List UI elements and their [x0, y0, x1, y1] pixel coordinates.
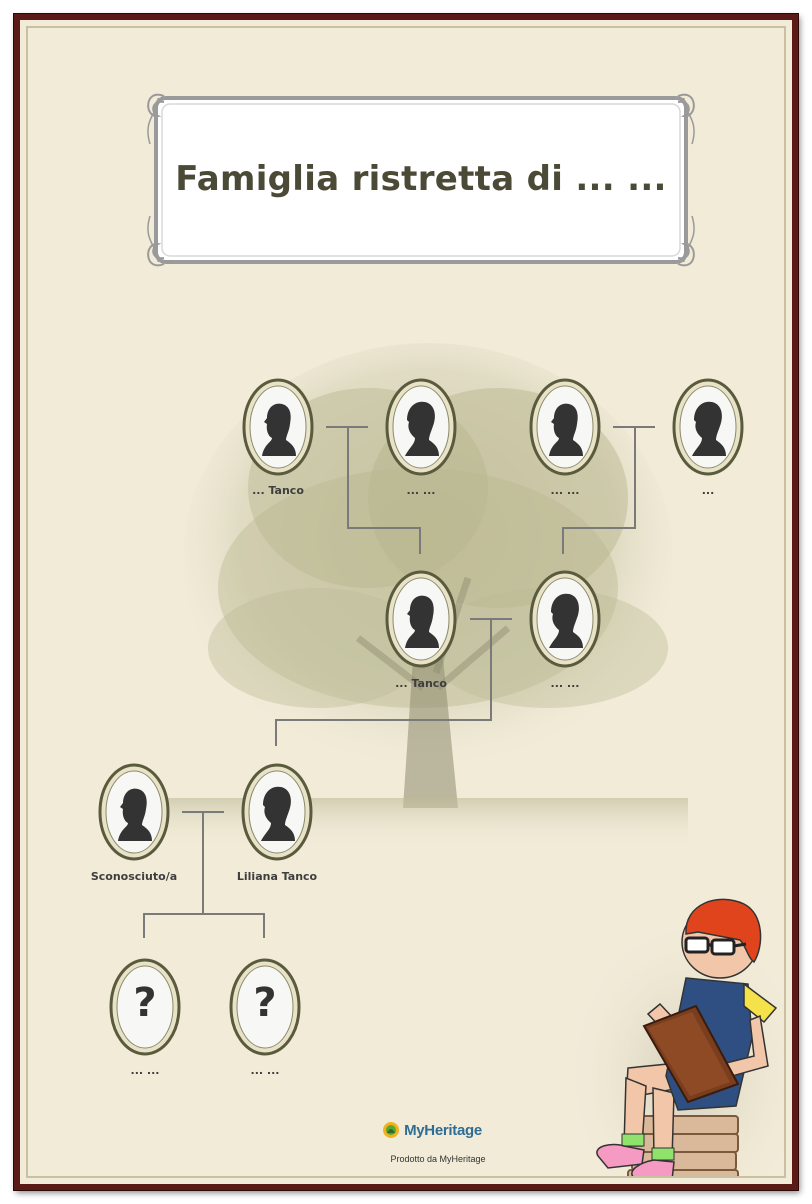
glasses-icon — [686, 938, 708, 952]
person-father[interactable] — [385, 570, 457, 668]
person-mother[interactable] — [529, 570, 601, 668]
female-silhouette-icon — [241, 763, 313, 861]
female-silhouette-icon — [672, 378, 744, 476]
produced-by-text: Prodotto da MyHeritage — [328, 1154, 548, 1164]
person-name-maternal-grandmother: ... — [638, 484, 778, 497]
person-name-father: ... Tanco — [351, 677, 491, 690]
reading-child-illustration — [568, 888, 786, 1178]
unknown-mark: ? — [109, 980, 181, 1026]
poster-frame: Famiglia ristretta di ... ... — [14, 14, 798, 1190]
person-paternal-grandmother[interactable] — [385, 378, 457, 476]
male-silhouette-icon — [385, 570, 457, 668]
person-maternal-grandmother[interactable] — [672, 378, 744, 476]
myheritage-brand[interactable]: MyHeritage — [372, 1120, 492, 1140]
female-silhouette-icon — [385, 378, 457, 476]
myheritage-logo-icon — [382, 1121, 400, 1139]
poster-paper: Famiglia ristretta di ... ... — [26, 26, 786, 1178]
person-child-1[interactable]: ? — [109, 958, 181, 1056]
person-name-paternal-grandfather: ... Tanco — [208, 484, 348, 497]
person-name-partner: Sconosciuto/a — [64, 870, 204, 883]
person-name-maternal-grandfather: ... ... — [495, 484, 635, 497]
person-name-child-1: ... ... — [75, 1064, 215, 1077]
person-child-2[interactable]: ? — [229, 958, 301, 1056]
person-paternal-grandfather[interactable] — [242, 378, 314, 476]
male-silhouette-icon — [242, 378, 314, 476]
brand-name: MyHeritage — [404, 1122, 482, 1139]
person-name-paternal-grandmother: ... ... — [351, 484, 491, 497]
female-silhouette-icon — [529, 570, 601, 668]
person-name-mother: ... ... — [495, 677, 635, 690]
person-name-self: Liliana Tanco — [207, 870, 347, 883]
male-silhouette-icon — [529, 378, 601, 476]
person-maternal-grandfather[interactable] — [529, 378, 601, 476]
person-name-child-2: ... ... — [195, 1064, 335, 1077]
person-self[interactable] — [241, 763, 313, 861]
unknown-mark: ? — [229, 980, 301, 1026]
person-partner[interactable] — [98, 763, 170, 861]
male-silhouette-icon — [98, 763, 170, 861]
